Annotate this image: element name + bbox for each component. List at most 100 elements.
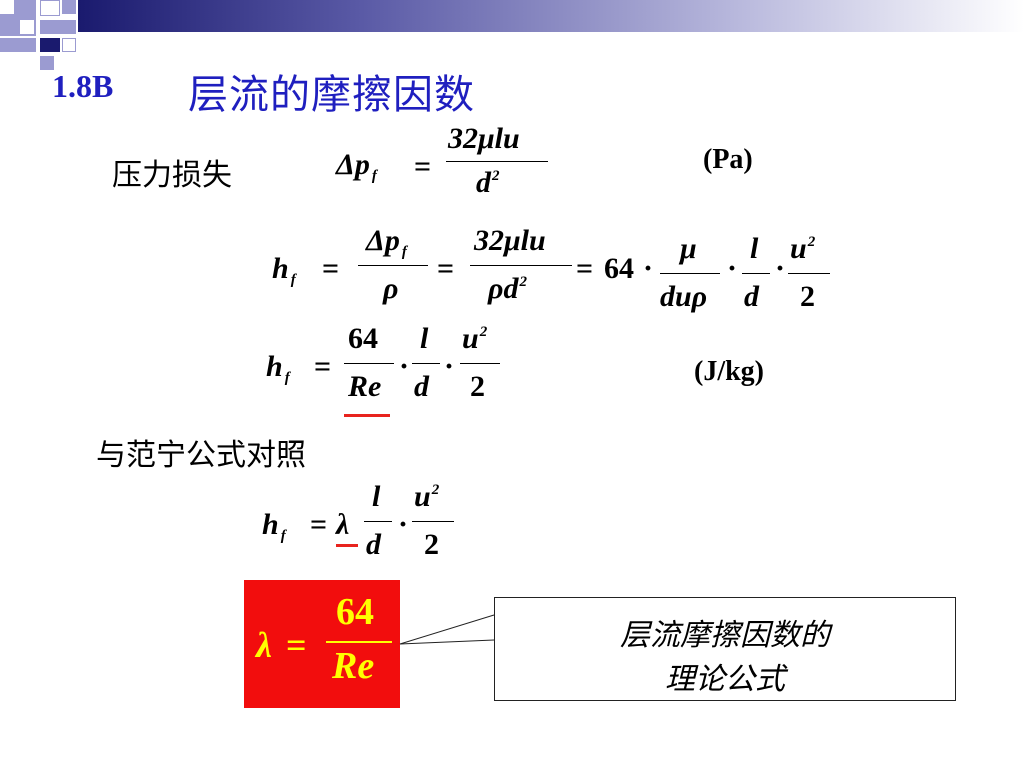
eq1-numerator: 32μlu <box>448 122 520 155</box>
deco-square <box>40 0 60 16</box>
eq2-const-64: 64 <box>604 252 634 285</box>
eq3-frac3-den: 2 <box>470 370 485 403</box>
eq2-u-sup: 2 <box>807 234 816 250</box>
deco-square <box>40 56 54 70</box>
eq3-fraction-bar-2 <box>412 363 440 364</box>
lambda-highlight-underline <box>336 544 358 547</box>
unit-joule-per-kg: (J/kg) <box>694 356 764 387</box>
eq3-fraction-bar-1 <box>344 363 394 364</box>
eq4-frac1-num: l <box>372 480 381 513</box>
deco-square <box>0 0 14 14</box>
eq3-u-sup: 2 <box>479 324 488 340</box>
eq3-equals: = <box>314 350 332 383</box>
eq4-fraction-bar-2 <box>412 521 454 522</box>
callout-line-1: 层流摩擦因数的 <box>620 618 830 653</box>
eq2-delta: Δ <box>366 224 385 257</box>
eq1-delta: Δ <box>336 148 355 181</box>
eq2-equals-2: = <box>437 252 455 285</box>
eq2-frac3-den: duρ <box>660 280 708 313</box>
eq1-fraction-bar <box>446 161 548 162</box>
result-equals: = <box>286 625 307 665</box>
result-numerator: 64 <box>336 591 374 633</box>
eq4-h: h <box>262 508 279 541</box>
reynolds-highlight-underline <box>344 414 390 417</box>
eq2-dot-2: · <box>727 252 738 285</box>
eq2-frac5-den: 2 <box>800 280 815 313</box>
eq2-den-sup: 2 <box>519 274 527 290</box>
eq4-lambda: λ <box>336 508 350 541</box>
title-gradient-bar <box>78 0 1024 32</box>
eq3-frac2-den: d <box>414 370 429 403</box>
eq3-fraction-bar-3 <box>460 363 500 364</box>
eq3-h: h <box>266 350 283 383</box>
section-number: 1.8B <box>52 68 114 104</box>
eq2-u: u <box>790 232 807 265</box>
eq1-den-sup: 2 <box>492 168 500 184</box>
eq4-frac1-den: d <box>366 528 381 561</box>
unit-pascal: (Pa) <box>703 144 753 175</box>
deco-square <box>62 38 76 52</box>
eq2-frac5-num: u2 <box>790 232 815 266</box>
eq2-fraction-bar-5 <box>788 273 830 274</box>
eq2-frac4-num: l <box>750 232 759 265</box>
eq2-fraction-bar-1 <box>358 265 428 266</box>
deco-square <box>40 38 60 52</box>
result-highlight-box: λ = 64 Re <box>244 580 400 708</box>
eq4-dot: · <box>398 508 409 541</box>
eq1-p: p <box>354 148 370 181</box>
eq3-dot-2: · <box>444 350 455 383</box>
eq1-denominator: d2 <box>476 166 500 200</box>
connector-line-bottom <box>399 639 495 645</box>
eq2-h: h <box>272 252 289 285</box>
compare-label: 与范宁公式对照 <box>96 438 306 473</box>
eq3-dot-1: · <box>399 350 410 383</box>
eq4-fraction-bar-1 <box>364 521 392 522</box>
deco-square <box>62 0 76 14</box>
eq2-rho-d: ρd <box>488 272 519 305</box>
eq4-u-sup: 2 <box>431 482 440 498</box>
eq1-sub-f: f <box>371 168 377 184</box>
eq2-frac1-den: ρ <box>383 272 399 305</box>
eq3-frac3-num: u2 <box>462 322 487 356</box>
eq3-frac1-den: Re <box>348 370 382 403</box>
eq2-sub-f2: f <box>401 244 407 260</box>
eq3-u: u <box>462 322 479 355</box>
eq2-frac4-den: d <box>744 280 759 313</box>
pressure-loss-label: 压力损失 <box>112 158 232 193</box>
eq3-frac1-num: 64 <box>348 322 378 355</box>
eq4-sub-f: f <box>280 528 286 544</box>
callout-line-2: 理论公式 <box>665 662 785 697</box>
eq2-dot-3: · <box>775 252 786 285</box>
eq3-sub-f: f <box>284 370 290 386</box>
eq2-frac2-den: ρd2 <box>488 272 527 306</box>
eq2-p: p <box>384 224 400 257</box>
eq2-fraction-bar-4 <box>742 273 770 274</box>
result-fraction-bar <box>326 641 392 643</box>
eq2-fraction-bar-2 <box>470 265 572 266</box>
eq4-equals: = <box>310 508 328 541</box>
callout-box <box>494 597 956 701</box>
eq2-equals-3: = <box>576 252 594 285</box>
deco-square <box>20 20 34 34</box>
eq2-frac2-num: 32μlu <box>474 224 546 257</box>
eq2-frac3-num: μ <box>680 232 697 265</box>
eq1-equals: = <box>414 150 432 183</box>
eq4-u: u <box>414 480 431 513</box>
result-lambda: λ <box>256 625 272 665</box>
eq2-equals-1: = <box>322 252 340 285</box>
eq4-frac2-num: u2 <box>414 480 439 514</box>
eq3-frac2-num: l <box>420 322 429 355</box>
result-denominator: Re <box>332 645 375 687</box>
deco-square <box>40 20 76 34</box>
page-title: 层流的摩擦因数 <box>188 72 475 118</box>
eq2-dot-1: · <box>643 252 654 285</box>
eq1-den-d: d <box>476 166 491 199</box>
eq2-fraction-bar-3 <box>660 273 720 274</box>
deco-square <box>0 38 36 52</box>
